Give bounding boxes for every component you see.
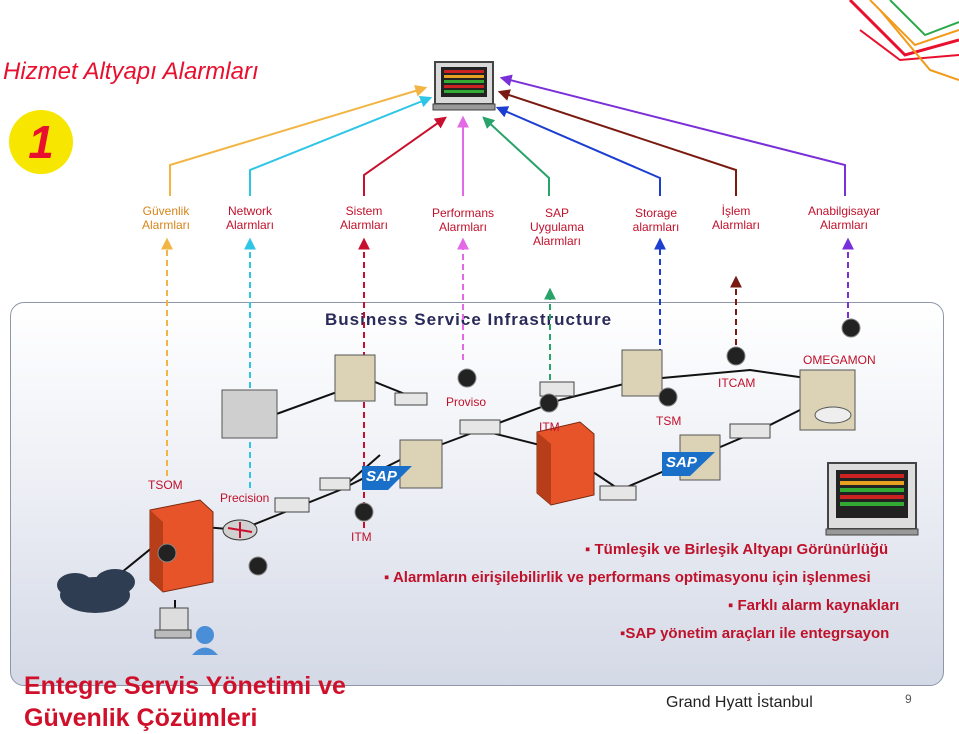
dashboard-monitor-icon [825, 462, 919, 536]
tool-label-tsm: TSM [656, 414, 682, 428]
tool-label-omegamon: OMEGAMON [803, 353, 876, 367]
tool-label-itm-mid: ITM [539, 420, 560, 434]
server-icon [334, 349, 856, 489]
alarm-label-sistem: Sistem Alarmları [339, 204, 388, 232]
bullet-2: ▪ Alarmların eirişilebilirlik ve perform… [384, 569, 871, 586]
bullet-4-text: SAP yönetim araçları ile entegrsayon [625, 625, 890, 642]
tool-label-proviso: Proviso [446, 395, 487, 409]
firewall-icon-left [149, 499, 214, 593]
page-number: 9 [905, 692, 912, 706]
workstation-icon [154, 607, 218, 655]
tool-label-itm-left: ITM [351, 530, 372, 544]
step-badge: 1 [9, 110, 73, 174]
alarm-label-storage: Storage alarmları [632, 206, 680, 234]
tool-label-tsom: TSOM [148, 478, 183, 492]
alarm-label-performans: Performans Alarmları [431, 206, 495, 234]
tool-label-precision: Precision [220, 491, 270, 505]
agent-satellite-icon [157, 318, 861, 576]
bullet-4: ▪SAP yönetim araçları ile entegrsayon [620, 625, 890, 642]
sap-logo [362, 452, 715, 490]
cloud-icon [57, 569, 135, 613]
bullet-3: ▪ Farklı alarm kaynakları [728, 597, 900, 614]
tool-label-itcam: ITCAM [718, 376, 756, 390]
alarm-label-network: Network Alarmları [225, 204, 274, 232]
blade-server-icon [221, 389, 278, 439]
footer-venue: Grand Hyatt İstanbul [666, 694, 813, 711]
bullet-3-text: Farklı alarm kaynakları [737, 597, 900, 614]
bullet-1-text: Tümleşik ve Birleşik Altyapı Görünürlüğü [594, 541, 889, 558]
bullet-2-text: Alarmların eirişilebilirlik ve performan… [392, 569, 871, 586]
switch-icon [274, 381, 771, 513]
sap-logo-text-left: SAP [366, 468, 397, 485]
alarm-label-guvenlik: Güvenlik Alarmları [141, 204, 190, 232]
router-icon [222, 519, 258, 541]
sap-logo-text-right: SAP [666, 454, 697, 471]
alarm-label-sap: SAP Uygulama Alarmları [529, 206, 585, 248]
alarm-label-anabilgisayar: Anabilgisayar Alarmları [807, 204, 881, 232]
alarm-label-islem: İşlem Alarmları [711, 204, 760, 232]
bullet-1: ▪ Tümleşik ve Birleşik Altyapı Görünürlü… [585, 541, 889, 558]
footer-title: Entegre Servis Yönetimi ve Güvenlik Çözü… [24, 672, 346, 732]
panel-title: Business Service Infrastructure [325, 310, 613, 329]
firewall-icon-mid [536, 421, 595, 506]
page-title: Hizmet Altyapı Alarmları [3, 58, 259, 85]
disk-icon [814, 406, 852, 424]
